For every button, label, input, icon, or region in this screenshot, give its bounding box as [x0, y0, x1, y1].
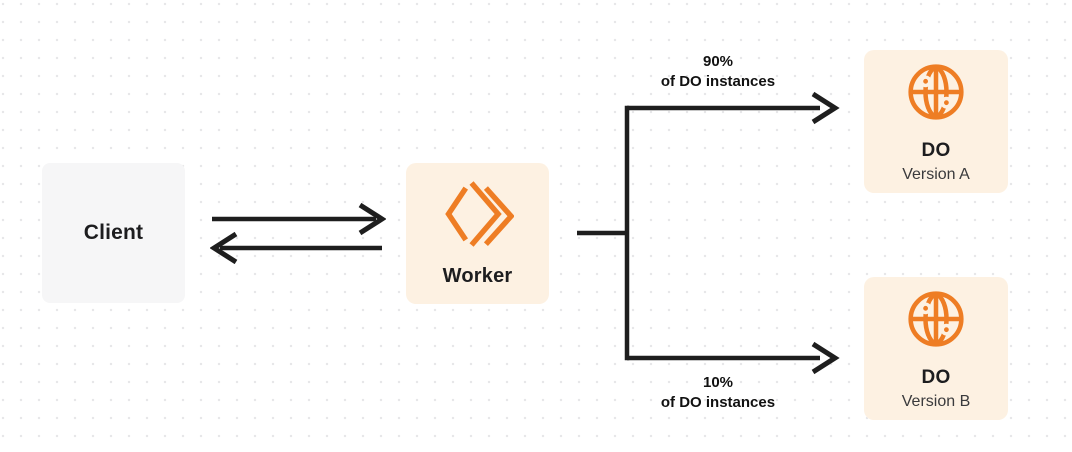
do-b-title: DO: [921, 367, 951, 388]
globe-icon: [908, 64, 964, 120]
workers-chevrons-icon: [444, 181, 514, 247]
top-branch-label: 90% of DO instances: [630, 52, 806, 92]
traffic-split-connector: [577, 91, 840, 375]
worker-node: Worker: [406, 163, 549, 304]
do-version-a-node: DO Version A: [864, 50, 1008, 193]
bottom-branch-label: 10% of DO instances: [630, 373, 806, 413]
bottom-branch-caption: of DO instances: [660, 394, 776, 411]
top-branch-percent: 90%: [702, 53, 734, 70]
top-branch-caption: of DO instances: [660, 73, 776, 90]
arrow-right-icon: [212, 202, 386, 236]
client-worker-arrows: [210, 202, 386, 264]
do-a-subtitle: Version A: [902, 166, 970, 183]
do-version-b-node: DO Version B: [864, 277, 1008, 420]
do-b-subtitle: Version B: [901, 393, 971, 410]
arrow-to-version-a-icon: [627, 91, 840, 125]
client-label: Client: [83, 221, 144, 244]
worker-label: Worker: [442, 265, 513, 287]
bottom-branch-percent: 10%: [702, 374, 734, 391]
arrow-left-icon: [210, 231, 382, 264]
do-a-title: DO: [921, 140, 951, 161]
client-node: Client: [42, 163, 185, 303]
arrow-to-version-b-icon: [627, 341, 840, 375]
globe-icon: [908, 291, 964, 347]
